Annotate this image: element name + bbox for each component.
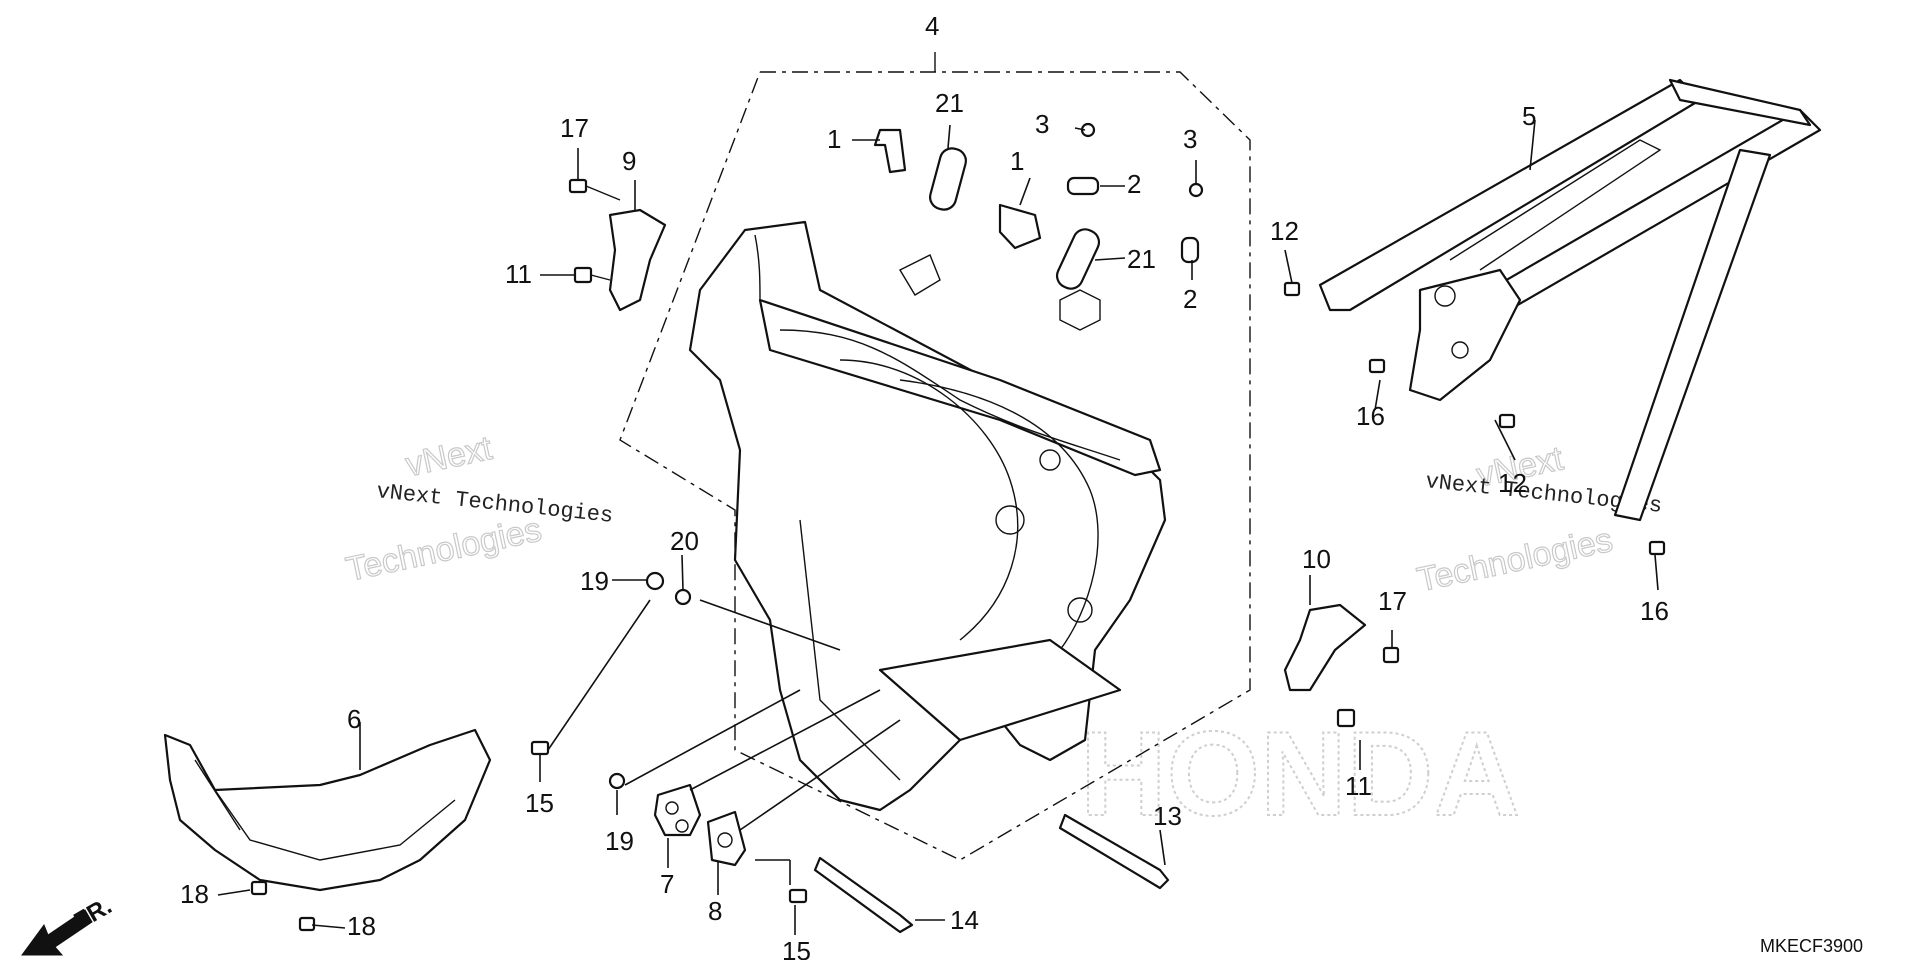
callout-13: 13	[1153, 801, 1182, 831]
callout-17b: 17	[1378, 586, 1407, 616]
callout-17a: 17	[560, 113, 589, 143]
part-1a	[873, 128, 907, 174]
part-2b	[1180, 236, 1200, 264]
callout-4: 4	[925, 11, 939, 41]
honda-watermark: HONDA	[1079, 706, 1521, 842]
bracket-10	[1283, 603, 1367, 692]
callout-20: 20	[670, 526, 699, 556]
callout-11a: 11	[505, 259, 532, 289]
fasteners	[250, 178, 1666, 934]
part-3b	[1188, 182, 1204, 198]
callout-10: 10	[1302, 544, 1331, 574]
main-frame	[688, 220, 1167, 812]
diagram-code: MKECF3900	[1760, 936, 1863, 956]
part-21b	[1055, 228, 1101, 290]
plate-8	[706, 810, 747, 867]
callout-19a: 19	[580, 566, 609, 596]
callout-6: 6	[347, 704, 361, 734]
callout-7: 7	[660, 869, 674, 899]
callout-9: 9	[622, 146, 636, 176]
callout-21b: 21	[1127, 244, 1156, 274]
callout-2b: 2	[1183, 284, 1197, 314]
callout-12a: 12	[1270, 216, 1299, 246]
callout-15b: 15	[782, 936, 811, 960]
callout-1b: 1	[1010, 146, 1024, 176]
leader-lines	[217, 119, 1659, 935]
callout-1a: 1	[827, 124, 841, 154]
callout-8: 8	[708, 896, 722, 926]
callout-2a: 2	[1127, 169, 1141, 199]
callout-5: 5	[1522, 101, 1536, 131]
watermark-right-line2: Technologies	[1414, 521, 1616, 599]
watermark-left-line1: vNext	[402, 429, 495, 484]
callout-21a: 21	[935, 88, 964, 118]
part-21a	[929, 147, 967, 211]
skid-plate	[163, 728, 492, 892]
watermark-left-line2: Technologies	[343, 511, 545, 589]
callout-18a: 18	[180, 879, 209, 909]
part-2a	[1066, 176, 1100, 196]
callout-16b: 16	[1640, 596, 1669, 626]
rear-subframe	[1318, 78, 1822, 522]
part-1b	[998, 203, 1042, 250]
callout-16a: 16	[1356, 401, 1385, 431]
callout-3b: 3	[1183, 124, 1197, 154]
callout-19b: 19	[605, 826, 634, 856]
assembly-boundary	[619, 71, 1251, 861]
callout-18b: 18	[347, 911, 376, 941]
honda-watermark-text: HONDA	[1080, 707, 1520, 841]
callout-14: 14	[950, 905, 979, 935]
callout-15a: 15	[525, 788, 554, 818]
vnext-watermark-right: vNext Technologies	[1413, 439, 1616, 600]
front-arrow-icon	[21, 909, 93, 956]
callout-labels: 4 1 21 3 3 1 2 21 2 5 17 9 11 12 16 12 1…	[180, 11, 1669, 965]
callout-12b: 12	[1498, 468, 1527, 498]
bracket-9	[608, 208, 667, 312]
front-direction-indicator: FR.	[21, 892, 116, 956]
callout-3a: 3	[1035, 109, 1049, 139]
callout-11b: 11	[1345, 771, 1372, 801]
